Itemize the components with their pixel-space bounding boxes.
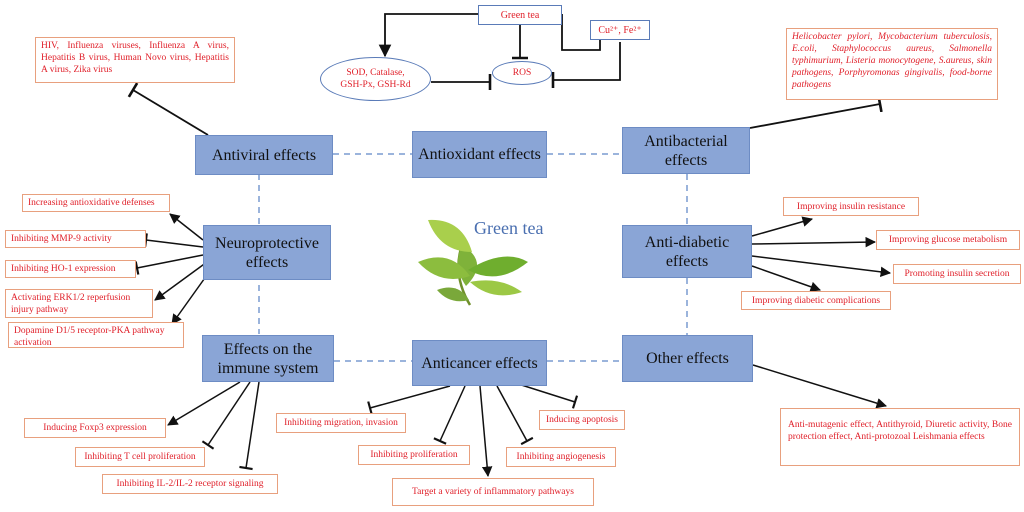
metal-ions-box: Cu²⁺, Fe²⁺ [590, 20, 650, 40]
neuro-item: Activating ERK1/2 reperfusion injury pat… [5, 289, 153, 318]
edge-neuro-2 [144, 233, 204, 248]
antibacterial-targets-note: Helicobacter pylori, Mycobacterium tuber… [786, 28, 998, 100]
edge-diabetic-2 [751, 236, 877, 248]
ros-oval: ROS [492, 61, 552, 85]
cancer-item: Inhibiting angiogenesis [506, 447, 616, 467]
hub-antioxidant-effects: Antioxidant effects [412, 131, 547, 178]
edge-cancer-1 [367, 385, 451, 415]
arrow-greentea-enzymes [378, 13, 478, 58]
hub-antiviral-effects: Antiviral effects [195, 135, 333, 175]
hub-other-effects: Other effects [622, 335, 753, 382]
edge-immune-1 [167, 381, 241, 426]
neuro-item: Inhibiting MMP-9 activity [5, 230, 146, 248]
cancer-item: Inhibiting proliferation [358, 445, 470, 465]
edge-immune-3 [239, 381, 260, 471]
immune-item: Inhibiting IL-2/IL-2 receptor signaling [102, 474, 278, 494]
inhibit-antibacterial-targets [749, 95, 883, 129]
hub-neuroprotective-effects: Neuroprotective effects [203, 225, 331, 280]
hub-anticancer-effects: Anticancer effects [412, 340, 547, 386]
antiviral-targets-note: HIV, Influenza viruses, Influenza A viru… [35, 37, 235, 83]
diabetic-item: Improving glucose metabolism [876, 230, 1020, 250]
neuro-item: Inhibiting HO-1 expression [5, 260, 136, 278]
arrow-greentea-metals [561, 14, 601, 51]
cancer-item: Target a variety of inflammatory pathway… [392, 478, 594, 506]
diabetic-item: Improving insulin resistance [783, 197, 919, 216]
edge-cancer-2 [433, 385, 466, 445]
edge-diabetic-4 [751, 265, 821, 292]
edge-cancer-4 [496, 385, 534, 446]
edge-neuro-3 [134, 254, 204, 275]
hub-immune-system-effects: Effects on the immune system [202, 335, 334, 382]
edge-other [752, 364, 888, 409]
diabetic-item: Improving diabetic complications [741, 291, 891, 310]
edge-immune-2 [201, 381, 251, 450]
edge-diabetic-1 [751, 216, 814, 237]
edge-neuro-4 [154, 261, 208, 301]
center-green-tea-label: Green tea [474, 218, 544, 238]
neuro-item: Increasing antioxidative defenses [22, 194, 170, 212]
edge-diabetic-3 [751, 255, 892, 278]
inhibit-metals-ros [551, 42, 621, 89]
hub-antibacterial-effects: Antibacterial effects [622, 127, 750, 174]
hub-anti-diabetic-effects: Anti-diabetic effects [622, 225, 752, 278]
inhibit-antiviral-targets [127, 82, 209, 136]
green-tea-leaves-icon [418, 219, 528, 306]
neuro-item: Dopamine D1/5 receptor-PKA pathway activ… [8, 322, 184, 348]
edge-neuro-1 [169, 213, 204, 241]
other-effects-note: Anti-mutagenic effect, Antithyroid, Diur… [780, 408, 1020, 466]
immune-item: Inhibiting T cell proliferation [75, 447, 205, 467]
diabetic-item: Promoting insulin secretion [893, 264, 1021, 284]
immune-item: Inducing Foxp3 expression [24, 418, 166, 438]
antioxidant-green-tea-box: Green tea [478, 5, 562, 25]
cancer-item: Inhibiting migration, invasion [276, 413, 406, 433]
edge-cancer-3 [479, 385, 493, 478]
antioxidant-enzymes-oval: SOD, Catalase, GSH-Px, GSH-Rd [320, 57, 431, 101]
cancer-item: Inducing apoptosis [539, 410, 625, 430]
